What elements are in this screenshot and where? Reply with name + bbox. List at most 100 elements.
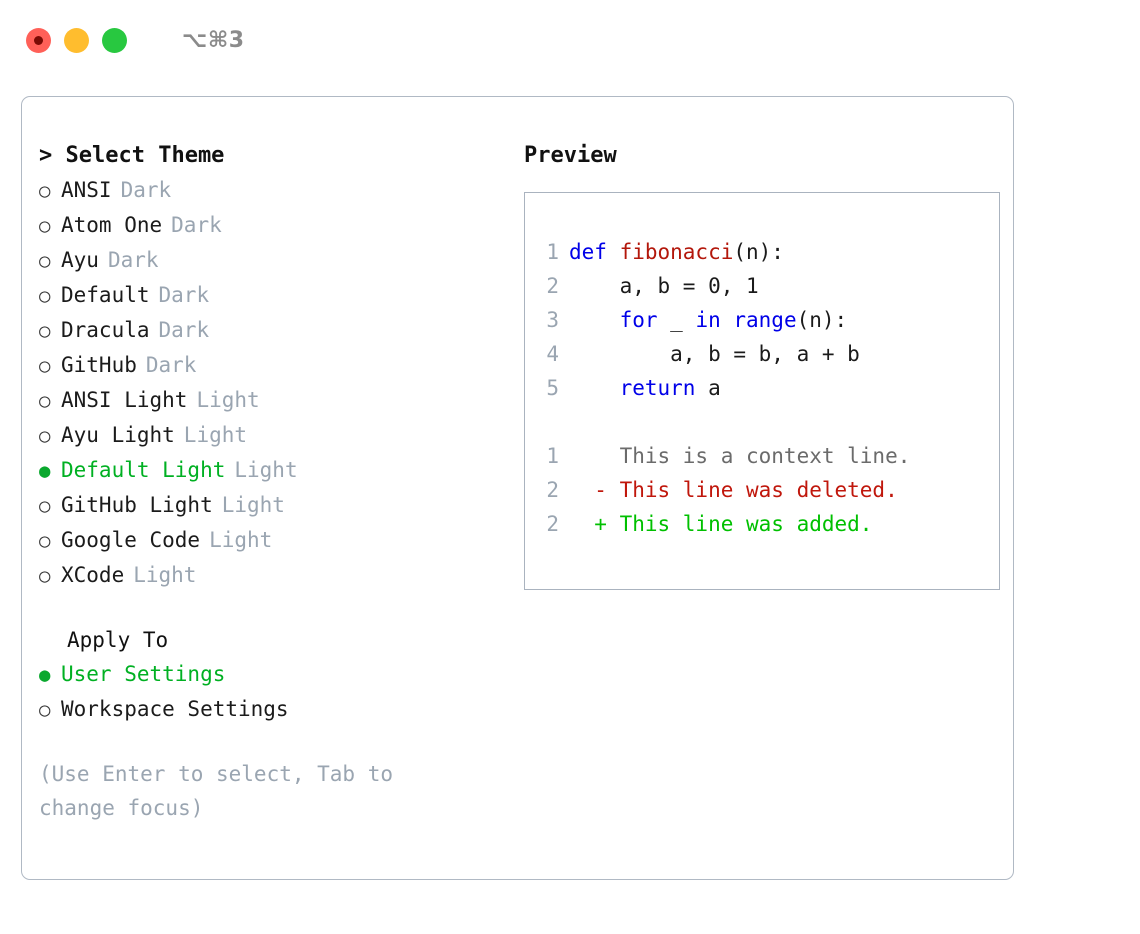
theme-option-variant-tag: Dark xyxy=(120,178,172,202)
theme-option-label: Google Code xyxy=(61,528,201,552)
radio-unselected-icon: ○ xyxy=(39,699,51,721)
code-line-text: a, b = 0, 1 xyxy=(569,269,759,303)
theme-option-6[interactable]: ○ ANSI Light Light xyxy=(39,383,502,418)
radio-unselected-icon: ○ xyxy=(39,530,51,552)
theme-option-label: Default Light xyxy=(61,458,226,482)
theme-option-variant-tag: Dark xyxy=(158,318,210,342)
diff-line-1: 2 - This line was deleted. xyxy=(525,473,999,507)
theme-option-10[interactable]: ○ Google Code Light xyxy=(39,523,502,558)
code-line-3: 3 for _ in range(n): xyxy=(525,303,999,337)
radio-unselected-icon: ○ xyxy=(39,250,51,272)
diff-sample: 1 This is a context line. 2 - This line w… xyxy=(525,439,999,541)
apply-to-section: Apply To ● User Settings ○ Workspace Settin… xyxy=(39,623,502,727)
diff-line-text: This is a context line. xyxy=(569,444,911,468)
code-line-text: a, b = b, a + b xyxy=(569,337,860,371)
theme-option-8[interactable]: ● Default Light Light xyxy=(39,453,502,488)
keyboard-hint-text: (Use Enter to select, Tab to change focu… xyxy=(39,762,394,820)
theme-option-label: Ayu Light xyxy=(61,423,175,447)
theme-option-variant-tag: Light xyxy=(133,563,197,587)
theme-option-label: XCode xyxy=(61,563,125,587)
apply-to-heading: Apply To xyxy=(67,628,169,652)
radio-selected-icon: ● xyxy=(39,460,51,482)
theme-option-1[interactable]: ○ Atom One Dark xyxy=(39,208,502,243)
title-bar: ⌥⌘3 xyxy=(0,0,1140,80)
code-line-2: 2 a, b = 0, 1 xyxy=(525,269,999,303)
radio-unselected-icon: ○ xyxy=(39,285,51,307)
radio-unselected-icon: ○ xyxy=(39,495,51,517)
theme-option-label: GitHub Light xyxy=(61,493,213,517)
code-line-text: for _ in range(n): xyxy=(569,303,848,337)
maximize-button[interactable] xyxy=(102,27,127,53)
radio-unselected-icon: ○ xyxy=(39,320,51,342)
code-token: def xyxy=(569,240,620,264)
code-line-5: 5 return a xyxy=(525,371,999,405)
theme-option-3[interactable]: ○ Default Dark xyxy=(39,278,502,313)
line-number: 1 xyxy=(546,240,559,264)
code-token xyxy=(569,376,620,400)
theme-option-11[interactable]: ○ XCode Light xyxy=(39,558,502,593)
theme-option-label: Default xyxy=(61,283,150,307)
theme-option-variant-tag: Light xyxy=(221,493,285,517)
theme-option-label: Atom One xyxy=(61,213,163,237)
window-controls xyxy=(26,27,127,53)
code-token: _ xyxy=(657,308,696,332)
code-line-text: return a xyxy=(569,371,721,405)
close-button[interactable] xyxy=(26,27,51,53)
code-token: in range xyxy=(695,308,797,332)
code-token: a, b = b, a + b xyxy=(569,342,860,366)
radio-unselected-icon: ○ xyxy=(39,425,51,447)
apply-to-option-label: Workspace Settings xyxy=(61,697,289,721)
line-number: 3 xyxy=(546,308,559,332)
diff-line-2: 2 + This line was added. xyxy=(525,507,999,541)
theme-option-label: ANSI Light xyxy=(61,388,188,412)
code-token xyxy=(569,308,620,332)
code-line-text: def fibonacci(n): xyxy=(569,235,784,269)
theme-option-9[interactable]: ○ GitHub Light Light xyxy=(39,488,502,523)
theme-option-variant-tag: Dark xyxy=(158,283,210,307)
radio-unselected-icon: ○ xyxy=(39,565,51,587)
theme-option-2[interactable]: ○ Ayu Dark xyxy=(39,243,502,278)
line-number: 4 xyxy=(546,342,559,366)
preview-heading: Preview xyxy=(524,143,617,168)
theme-option-label: GitHub xyxy=(61,353,137,377)
code-line-1: 1 def fibonacci(n): xyxy=(525,235,999,269)
diff-line-text: - This line was deleted. xyxy=(569,478,898,502)
line-number: 2 xyxy=(546,478,559,502)
code-token: a, b = 0, 1 xyxy=(569,274,759,298)
theme-option-variant-tag: Dark xyxy=(171,213,222,237)
theme-option-label: Ayu xyxy=(61,248,99,272)
code-token: fibonacci xyxy=(619,240,734,264)
apply-to-option-1[interactable]: ○ Workspace Settings xyxy=(39,692,502,727)
keyboard-shortcut-label: ⌥⌘3 xyxy=(182,27,245,53)
theme-option-variant-tag: Light xyxy=(196,388,260,412)
radio-unselected-icon: ○ xyxy=(39,215,51,237)
radio-unselected-icon: ○ xyxy=(39,355,51,377)
radio-unselected-icon: ○ xyxy=(39,390,51,412)
code-token: (n): xyxy=(733,240,784,264)
theme-option-variant-tag: Light xyxy=(234,458,298,482)
code-line-4: 4 a, b = b, a + b xyxy=(525,337,999,371)
theme-option-variant-tag: Dark xyxy=(145,353,197,377)
code-token: (n): xyxy=(796,308,848,332)
radio-selected-icon: ● xyxy=(39,664,51,686)
theme-option-5[interactable]: ○ GitHub Dark xyxy=(39,348,502,383)
line-number: 1 xyxy=(546,444,559,468)
line-number: 2 xyxy=(546,274,559,298)
apply-to-option-label: User Settings xyxy=(61,662,226,686)
code-diff-spacer xyxy=(525,405,999,439)
diff-line-text: + This line was added. xyxy=(569,512,873,536)
theme-option-variant-tag: Light xyxy=(209,528,273,552)
apply-to-option-0[interactable]: ● User Settings xyxy=(39,657,502,692)
minimize-button[interactable] xyxy=(64,27,89,53)
apply-to-list[interactable]: ● User Settings ○ Workspace Settings xyxy=(39,657,502,727)
code-token: a xyxy=(695,376,721,400)
theme-option-variant-tag: Dark xyxy=(107,248,159,272)
